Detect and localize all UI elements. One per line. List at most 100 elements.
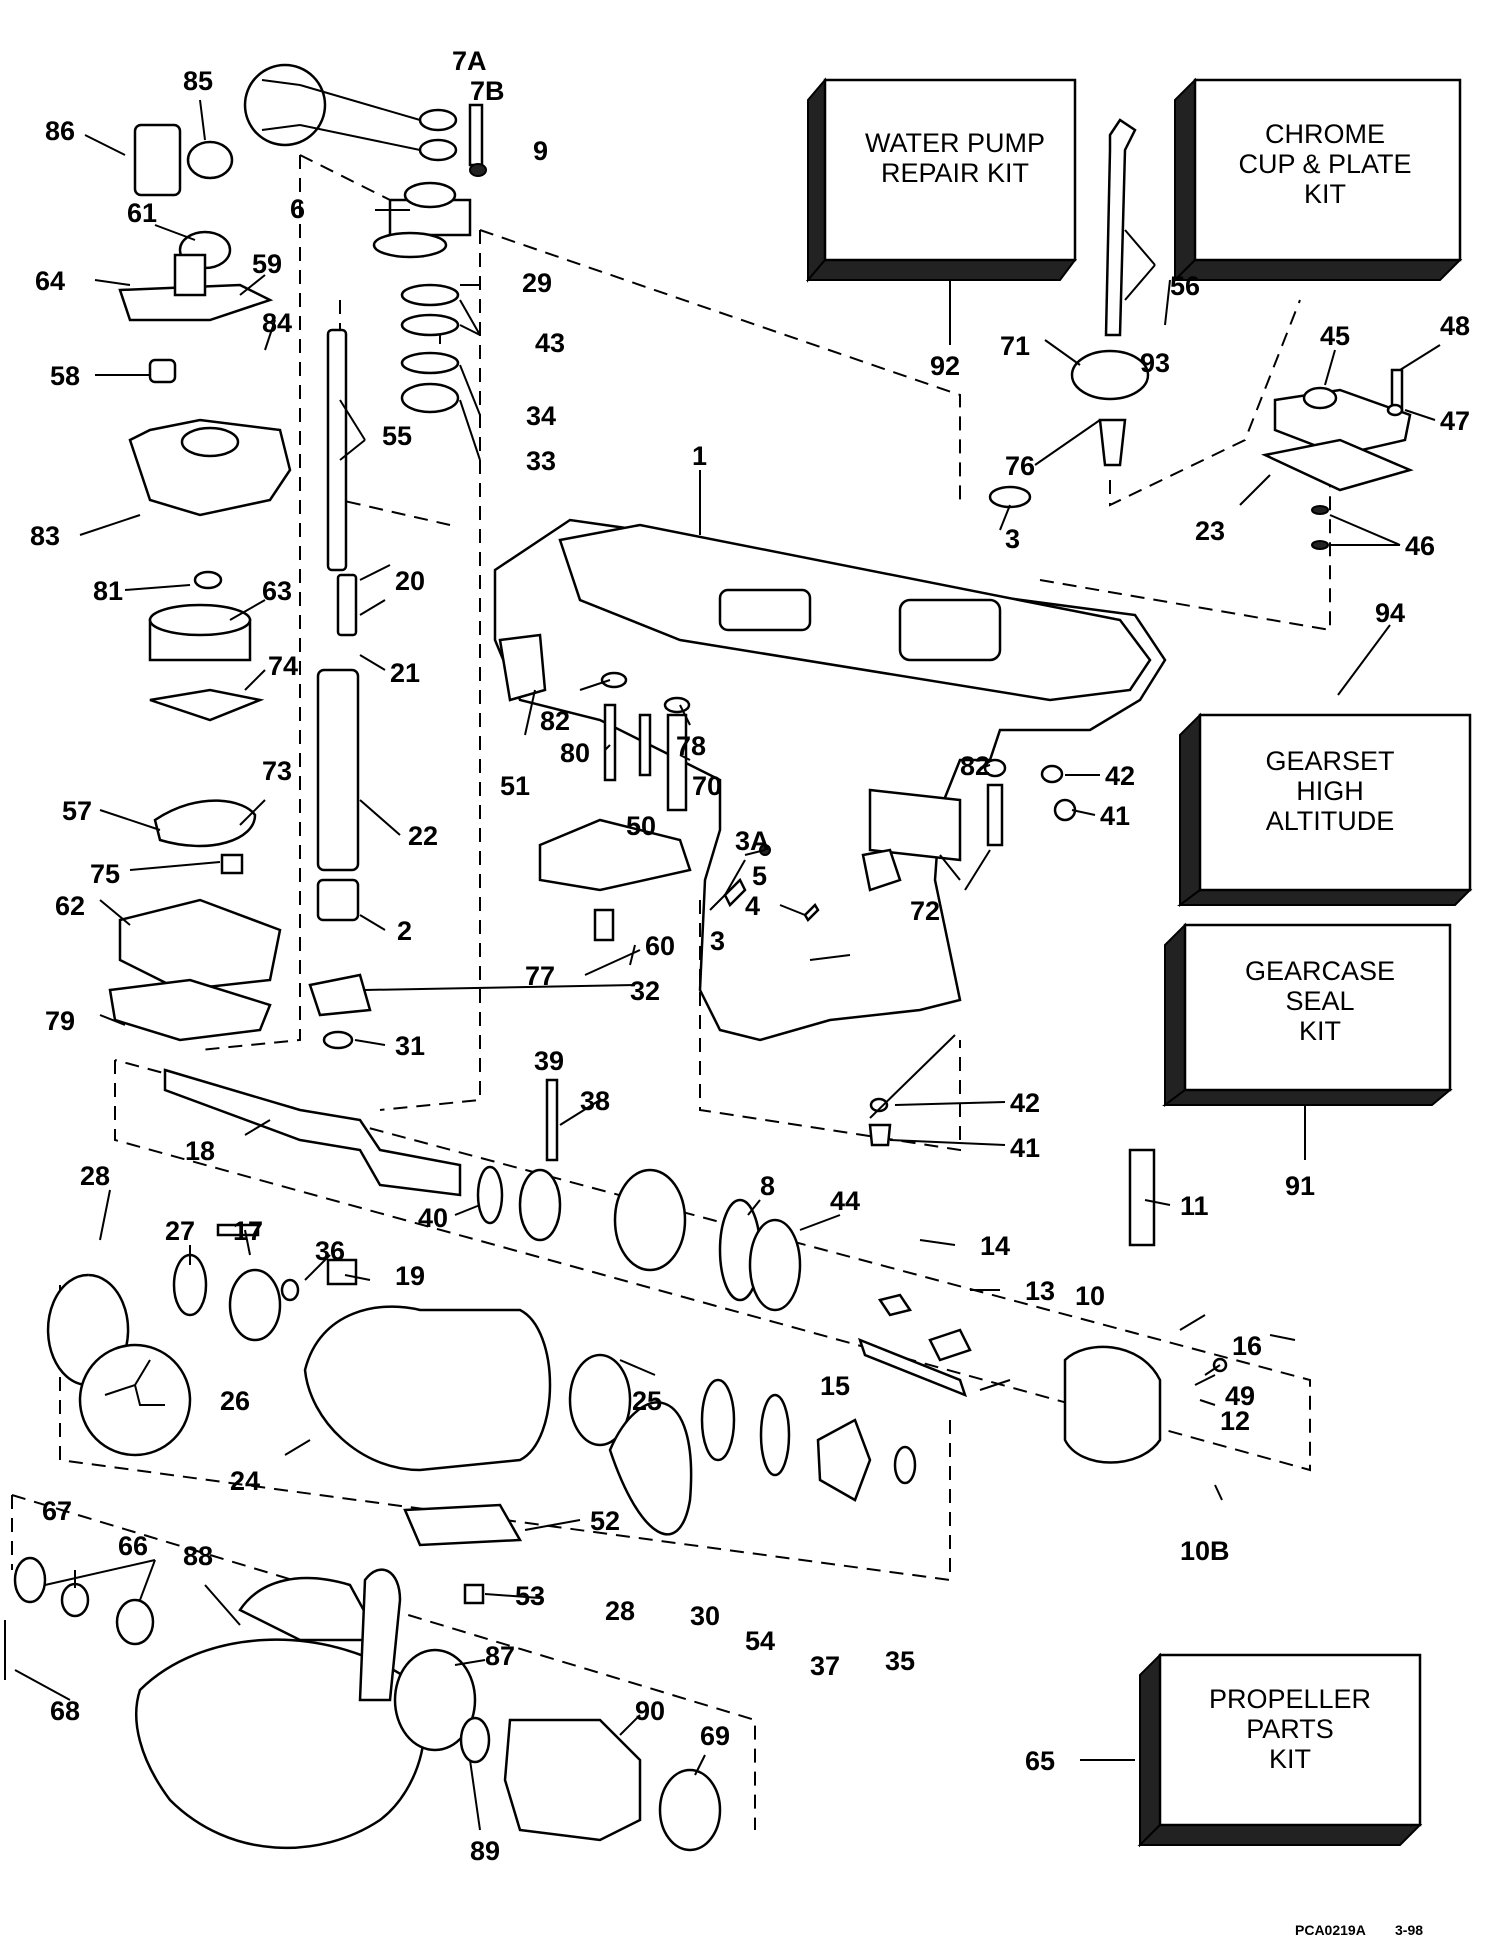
callout-label: 67 — [42, 1496, 72, 1526]
callout-label: 23 — [1195, 516, 1225, 546]
callout-label: 68 — [50, 1696, 80, 1726]
callout-label: 94 — [1375, 598, 1405, 628]
kit-gearset-line2: HIGH — [1296, 776, 1364, 806]
callout-label: 28 — [80, 1161, 110, 1191]
dash-outline-gearcase-low — [699, 900, 961, 1152]
dash-outline-driveshaft — [199, 154, 451, 1051]
callout-label: 10 — [1075, 1281, 1105, 1311]
callout-label: 86 — [45, 116, 75, 146]
callout-label: 66 — [118, 1531, 148, 1561]
callout-label: 92 — [930, 351, 960, 381]
callout-label: 69 — [700, 1721, 730, 1751]
callout-label: 2 — [397, 916, 412, 946]
callout-label: 91 — [1285, 1171, 1315, 1201]
kit-seal-line3: KIT — [1299, 1016, 1341, 1046]
callout-label: 70 — [692, 771, 722, 801]
callout-label: 27 — [165, 1216, 195, 1246]
callout-label: 80 — [560, 738, 590, 768]
kit-box-seal: GEARCASE SEAL KIT — [1162, 922, 1453, 1107]
callout-label: 52 — [590, 1506, 620, 1536]
callout-label: 76 — [1005, 451, 1035, 481]
callout-label: 35 — [885, 1646, 915, 1676]
callout-label: 47 — [1440, 406, 1470, 436]
kit-box-propeller: PROPELLER PARTS KIT — [1137, 1652, 1423, 1848]
callout-label: 78 — [676, 731, 706, 761]
gearcase-housing — [493, 518, 1167, 1042]
callout-label: 65 — [1025, 1746, 1055, 1776]
callout-label: 11 — [1180, 1191, 1209, 1221]
callout-label: 57 — [62, 796, 92, 826]
callout-label: 60 — [645, 931, 675, 961]
callout-label: 81 — [93, 576, 123, 606]
callout-label: 64 — [35, 266, 65, 296]
footer-code: PCA0219A — [1295, 1922, 1366, 1938]
callout-label: 26 — [220, 1386, 250, 1416]
callout-label: 58 — [50, 361, 80, 391]
dash-outline-shaft — [114, 1059, 1311, 1472]
callout-label: 13 — [1025, 1276, 1055, 1306]
parts-right — [498, 118, 1414, 1147]
callout-label: 25 — [632, 1386, 662, 1416]
callout-label: 21 — [390, 658, 420, 688]
dash-outline-gearcase — [379, 229, 961, 1111]
callout-label: 28 — [605, 1596, 635, 1626]
callout-label: 20 — [395, 566, 425, 596]
callout-label: 71 — [1000, 331, 1030, 361]
callout-label: 48 — [1440, 311, 1470, 341]
callout-label: 3A — [735, 826, 770, 856]
callout-label: 30 — [690, 1601, 720, 1631]
callout-label: 74 — [268, 651, 298, 681]
callout-label: 77 — [525, 961, 555, 991]
callout-label: 51 — [500, 771, 530, 801]
callout-leaders — [14, 99, 1441, 1831]
callout-label: 1 — [692, 441, 707, 471]
callout-label: 31 — [395, 1031, 425, 1061]
callout-label: 89 — [470, 1836, 500, 1866]
callout-label: 9 — [533, 136, 548, 166]
callout-label: 14 — [980, 1231, 1010, 1261]
callout-label: 6 — [290, 194, 305, 224]
footer-date: 3-98 — [1395, 1922, 1423, 1938]
parts-upper-left — [108, 63, 487, 1050]
callout-label: 56 — [1170, 271, 1200, 301]
callout-label: 19 — [395, 1261, 425, 1291]
callout-label: 82 — [960, 751, 990, 781]
callout-label: 42 — [1105, 761, 1135, 791]
callout-label: 75 — [90, 859, 120, 889]
dash-outline-prop — [11, 1494, 756, 1830]
kit-propeller-line1: PROPELLER — [1209, 1684, 1371, 1714]
callout-label: 79 — [45, 1006, 75, 1036]
kit-chrome-cup-line1: CHROME — [1265, 119, 1385, 149]
callout-label: 90 — [635, 1696, 665, 1726]
callout-label: 17 — [233, 1216, 263, 1246]
callout-label: 8 — [760, 1171, 775, 1201]
callout-label: 22 — [408, 821, 438, 851]
callout-label: 24 — [230, 1466, 260, 1496]
kit-box-gearset: GEARSET HIGH ALTITUDE — [1177, 712, 1473, 907]
callout-label: 61 — [127, 198, 157, 228]
callout-label: 63 — [262, 576, 292, 606]
callout-label: 29 — [522, 268, 552, 298]
kit-leaders — [949, 279, 1391, 1761]
callout-label: 36 — [315, 1236, 345, 1266]
callout-label: 83 — [30, 521, 60, 551]
callout-label: 3 — [710, 926, 725, 956]
callout-label: 16 — [1232, 1331, 1262, 1361]
callout-label: 59 — [252, 249, 282, 279]
callout-labels: 7A 85 86 7B 9 61 6 59 64 84 29 43 58 55 … — [30, 46, 1470, 1866]
callout-label: 82 — [540, 706, 570, 736]
callout-label: 3 — [1005, 524, 1020, 554]
callout-label: 15 — [820, 1371, 850, 1401]
callout-label: 45 — [1320, 321, 1350, 351]
callout-label: 5 — [752, 861, 767, 891]
kit-propeller-line2: PARTS — [1246, 1714, 1334, 1744]
kit-propeller-line3: KIT — [1269, 1744, 1311, 1774]
kit-seal-line1: GEARCASE — [1245, 956, 1395, 986]
callout-label: 85 — [183, 66, 213, 96]
callout-label: 38 — [580, 1086, 610, 1116]
kit-chrome-cup-line2: CUP & PLATE — [1238, 149, 1411, 179]
callout-label: 34 — [526, 401, 556, 431]
callout-label: 54 — [745, 1626, 775, 1656]
kit-water-pump-line2: REPAIR KIT — [881, 158, 1029, 188]
callout-label: 33 — [526, 446, 556, 476]
